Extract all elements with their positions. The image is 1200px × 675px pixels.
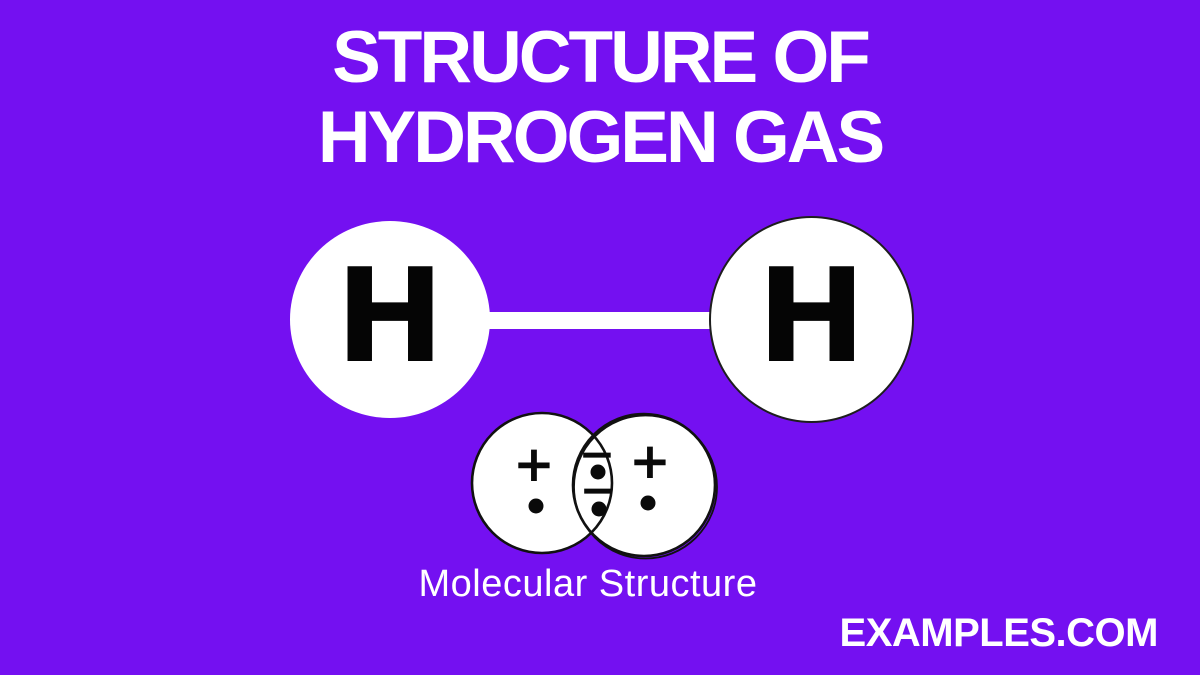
title-line-1: STRUCTURE OF <box>332 17 871 98</box>
hydrogen-symbol-right: H <box>757 239 866 392</box>
page-title: STRUCTURE OF HYDROGEN GAS <box>0 18 1200 178</box>
hydrogen-atom-right: H <box>709 216 914 423</box>
electron-shell-left-fill <box>472 413 612 553</box>
title-line-2: HYDROGEN GAS <box>317 97 885 178</box>
bond-line <box>484 312 726 329</box>
watermark-examples-com: EXAMPLES.COM <box>839 611 1159 655</box>
electron-dot-shared-top <box>590 464 606 480</box>
electron-shell-right-outline-double <box>573 414 718 560</box>
molecular-structure-diagram: + − − + <box>470 411 718 560</box>
electron-shell-right-outline <box>571 412 717 558</box>
electron-dot-shared-bottom <box>591 501 607 517</box>
electron-dot-right <box>640 495 656 511</box>
hydrogen-atom-left: H <box>290 221 490 418</box>
electron-shell-left-outline <box>470 411 614 555</box>
hydrogen-symbol-left: H <box>335 239 445 392</box>
molecular-structure-caption: Molecular Structure <box>418 563 758 605</box>
electron-shell-right-fill <box>573 414 715 556</box>
proton-plus-right: + <box>629 432 671 490</box>
proton-plus-left: + <box>513 435 555 493</box>
electron-dot-left <box>528 498 544 514</box>
